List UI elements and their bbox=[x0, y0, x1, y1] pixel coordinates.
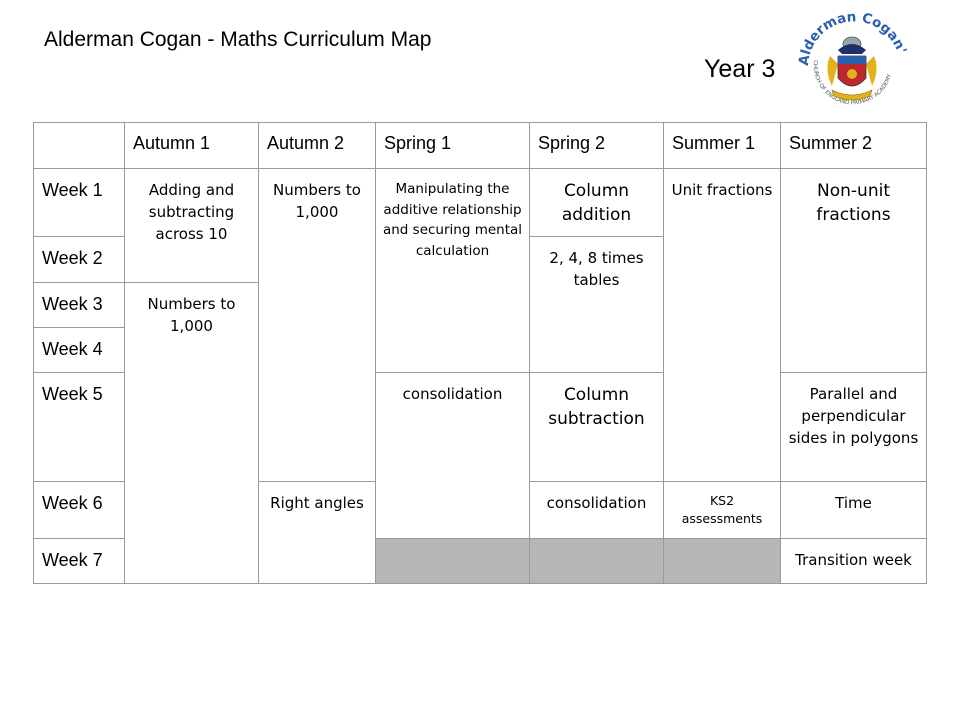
summer2-unit-parallel-perpendicular: Parallel and perpendicular sides in poly… bbox=[780, 372, 927, 482]
week-label-3: Week 3 bbox=[33, 282, 125, 328]
header-corner-cell bbox=[33, 122, 125, 169]
spring1-week7-empty bbox=[375, 538, 530, 584]
header-spring-1: Spring 1 bbox=[375, 122, 530, 169]
summer1-week7-empty bbox=[663, 538, 781, 584]
spring1-unit-additive-relationship: Manipulating the additive relationship a… bbox=[375, 168, 530, 373]
week-label-4: Week 4 bbox=[33, 327, 125, 373]
summer2-unit-time: Time bbox=[780, 481, 927, 539]
autumn1-unit-numbers-to-1000: Numbers to 1,000 bbox=[124, 282, 259, 584]
week-label-1: Week 1 bbox=[33, 168, 125, 237]
header-summer-1: Summer 1 bbox=[663, 122, 781, 169]
header-autumn-1: Autumn 1 bbox=[124, 122, 259, 169]
summer2-unit-transition-week: Transition week bbox=[780, 538, 927, 584]
summer1-unit-ks2-assessments: KS2 assessments bbox=[663, 481, 781, 539]
spring2-unit-times-tables: 2, 4, 8 times tables bbox=[529, 236, 664, 373]
summer2-unit-non-unit-fractions: Non-unit fractions bbox=[780, 168, 927, 373]
summer1-unit-unit-fractions: Unit fractions bbox=[663, 168, 781, 482]
school-crest-logo: Alderman Cogan's CHURCH OF ENGLAND PRIMA… bbox=[794, 4, 910, 106]
spring2-unit-column-addition: Column addition bbox=[529, 168, 664, 237]
week-label-6: Week 6 bbox=[33, 481, 125, 539]
autumn2-unit-right-angles: Right angles bbox=[258, 481, 376, 584]
spring1-unit-consolidation: consolidation bbox=[375, 372, 530, 539]
week-label-7: Week 7 bbox=[33, 538, 125, 584]
autumn1-unit-adding-subtracting: Adding and subtracting across 10 bbox=[124, 168, 259, 283]
spring2-unit-column-subtraction: Column subtraction bbox=[529, 372, 664, 482]
header-summer-2: Summer 2 bbox=[780, 122, 927, 169]
autumn2-unit-numbers-to-1000: Numbers to 1,000 bbox=[258, 168, 376, 482]
week-label-5: Week 5 bbox=[33, 372, 125, 482]
header-spring-2: Spring 2 bbox=[529, 122, 664, 169]
header-autumn-2: Autumn 2 bbox=[258, 122, 376, 169]
week-label-2: Week 2 bbox=[33, 236, 125, 283]
spring2-week7-empty bbox=[529, 538, 664, 584]
year-label: Year 3 bbox=[704, 55, 776, 83]
page-title: Alderman Cogan - Maths Curriculum Map bbox=[44, 28, 432, 51]
spring2-unit-consolidation: consolidation bbox=[529, 481, 664, 539]
